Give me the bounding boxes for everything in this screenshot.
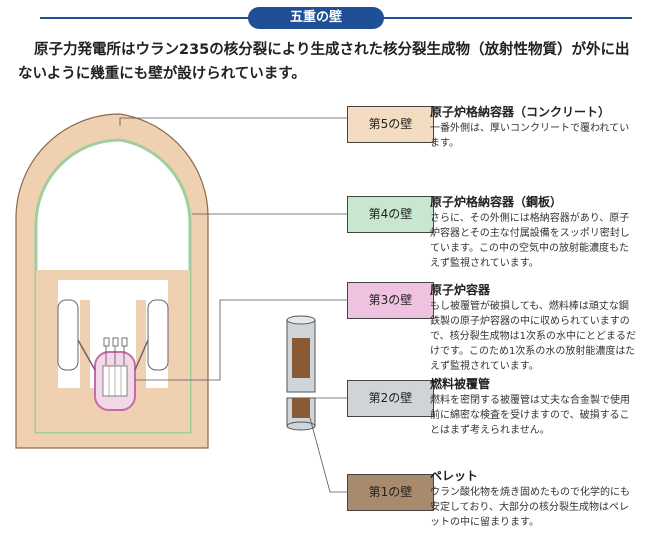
wall5-label: 第5の壁 <box>347 106 434 143</box>
wall1-description: ペレット ウラン酸化物を焼き固めたもので化学的にも安定しており、大部分の核分裂生… <box>430 468 638 530</box>
leader-wall3 <box>135 299 347 381</box>
wall5-heading: 原子炉格納容器（コンクリート） <box>430 105 611 119</box>
wall5-text: 一番外側は、厚いコンクリートで覆われています。 <box>430 123 630 149</box>
wall4-text: さらに、その外側には格納容器があり、原子炉容器とその主な付属設備をスッポリ密封し… <box>430 213 630 269</box>
wall3-label: 第3の壁 <box>347 282 434 319</box>
wall4-heading: 原子炉格納容器（鋼板） <box>430 195 563 209</box>
wall1-label: 第1の壁 <box>347 474 434 511</box>
wall2-text: 燃料を密閉する被覆管は丈夫な合金製で使用前に綿密な検査を受けますので、破損するこ… <box>430 395 630 436</box>
cavity-left-wall <box>80 300 90 395</box>
fuel-rod-upper <box>286 315 316 393</box>
wall3-text: もし被覆管が破損しても、燃料棒は頑丈な鋼鉄製の原子炉容器の中に収められていますの… <box>430 301 636 372</box>
leader-wall1 <box>309 417 347 493</box>
control-rod-2 <box>112 337 119 347</box>
intro-text: 原子力発電所はウラン235の核分裂により生成された核分裂生成物（放射性物質）が外… <box>18 42 630 82</box>
top-ledge <box>58 270 168 280</box>
wall4-label: 第4の壁 <box>347 196 434 233</box>
wall3-description: 原子炉容器 もし被覆管が破損しても、燃料棒は頑丈な鋼鉄製の原子炉容器の中に収めら… <box>430 282 638 374</box>
wall5-description: 原子炉格納容器（コンクリート） 一番外側は、厚いコンクリートで覆われています。 <box>430 104 638 151</box>
wall2-label: 第2の壁 <box>347 380 434 417</box>
control-rod-1 <box>103 337 110 347</box>
wall4-description: 原子炉格納容器（鋼板） さらに、その外側には格納容器があり、原子炉容器とその主な… <box>430 194 638 271</box>
wall2-description: 燃料被覆管 燃料を密閉する被覆管は丈夫な合金製で使用前に綿密な検査を受けますので… <box>430 376 638 438</box>
cavity-right-wall <box>136 300 146 395</box>
leader-wall5 <box>119 117 347 126</box>
page-title: 五重の壁 <box>248 7 384 29</box>
wall2-heading: 燃料被覆管 <box>430 377 491 391</box>
wall3-heading: 原子炉容器 <box>430 283 491 297</box>
wall1-heading: ペレット <box>430 469 479 483</box>
fuel-rod-lower <box>286 397 316 431</box>
control-rod-3 <box>121 337 128 347</box>
wall1-text: ウラン酸化物を焼き固めたもので化学的にも安定しており、大部分の核分裂生成物はペレ… <box>430 487 630 528</box>
steam-generator-right <box>147 299 169 371</box>
steam-generator-left <box>57 299 79 371</box>
